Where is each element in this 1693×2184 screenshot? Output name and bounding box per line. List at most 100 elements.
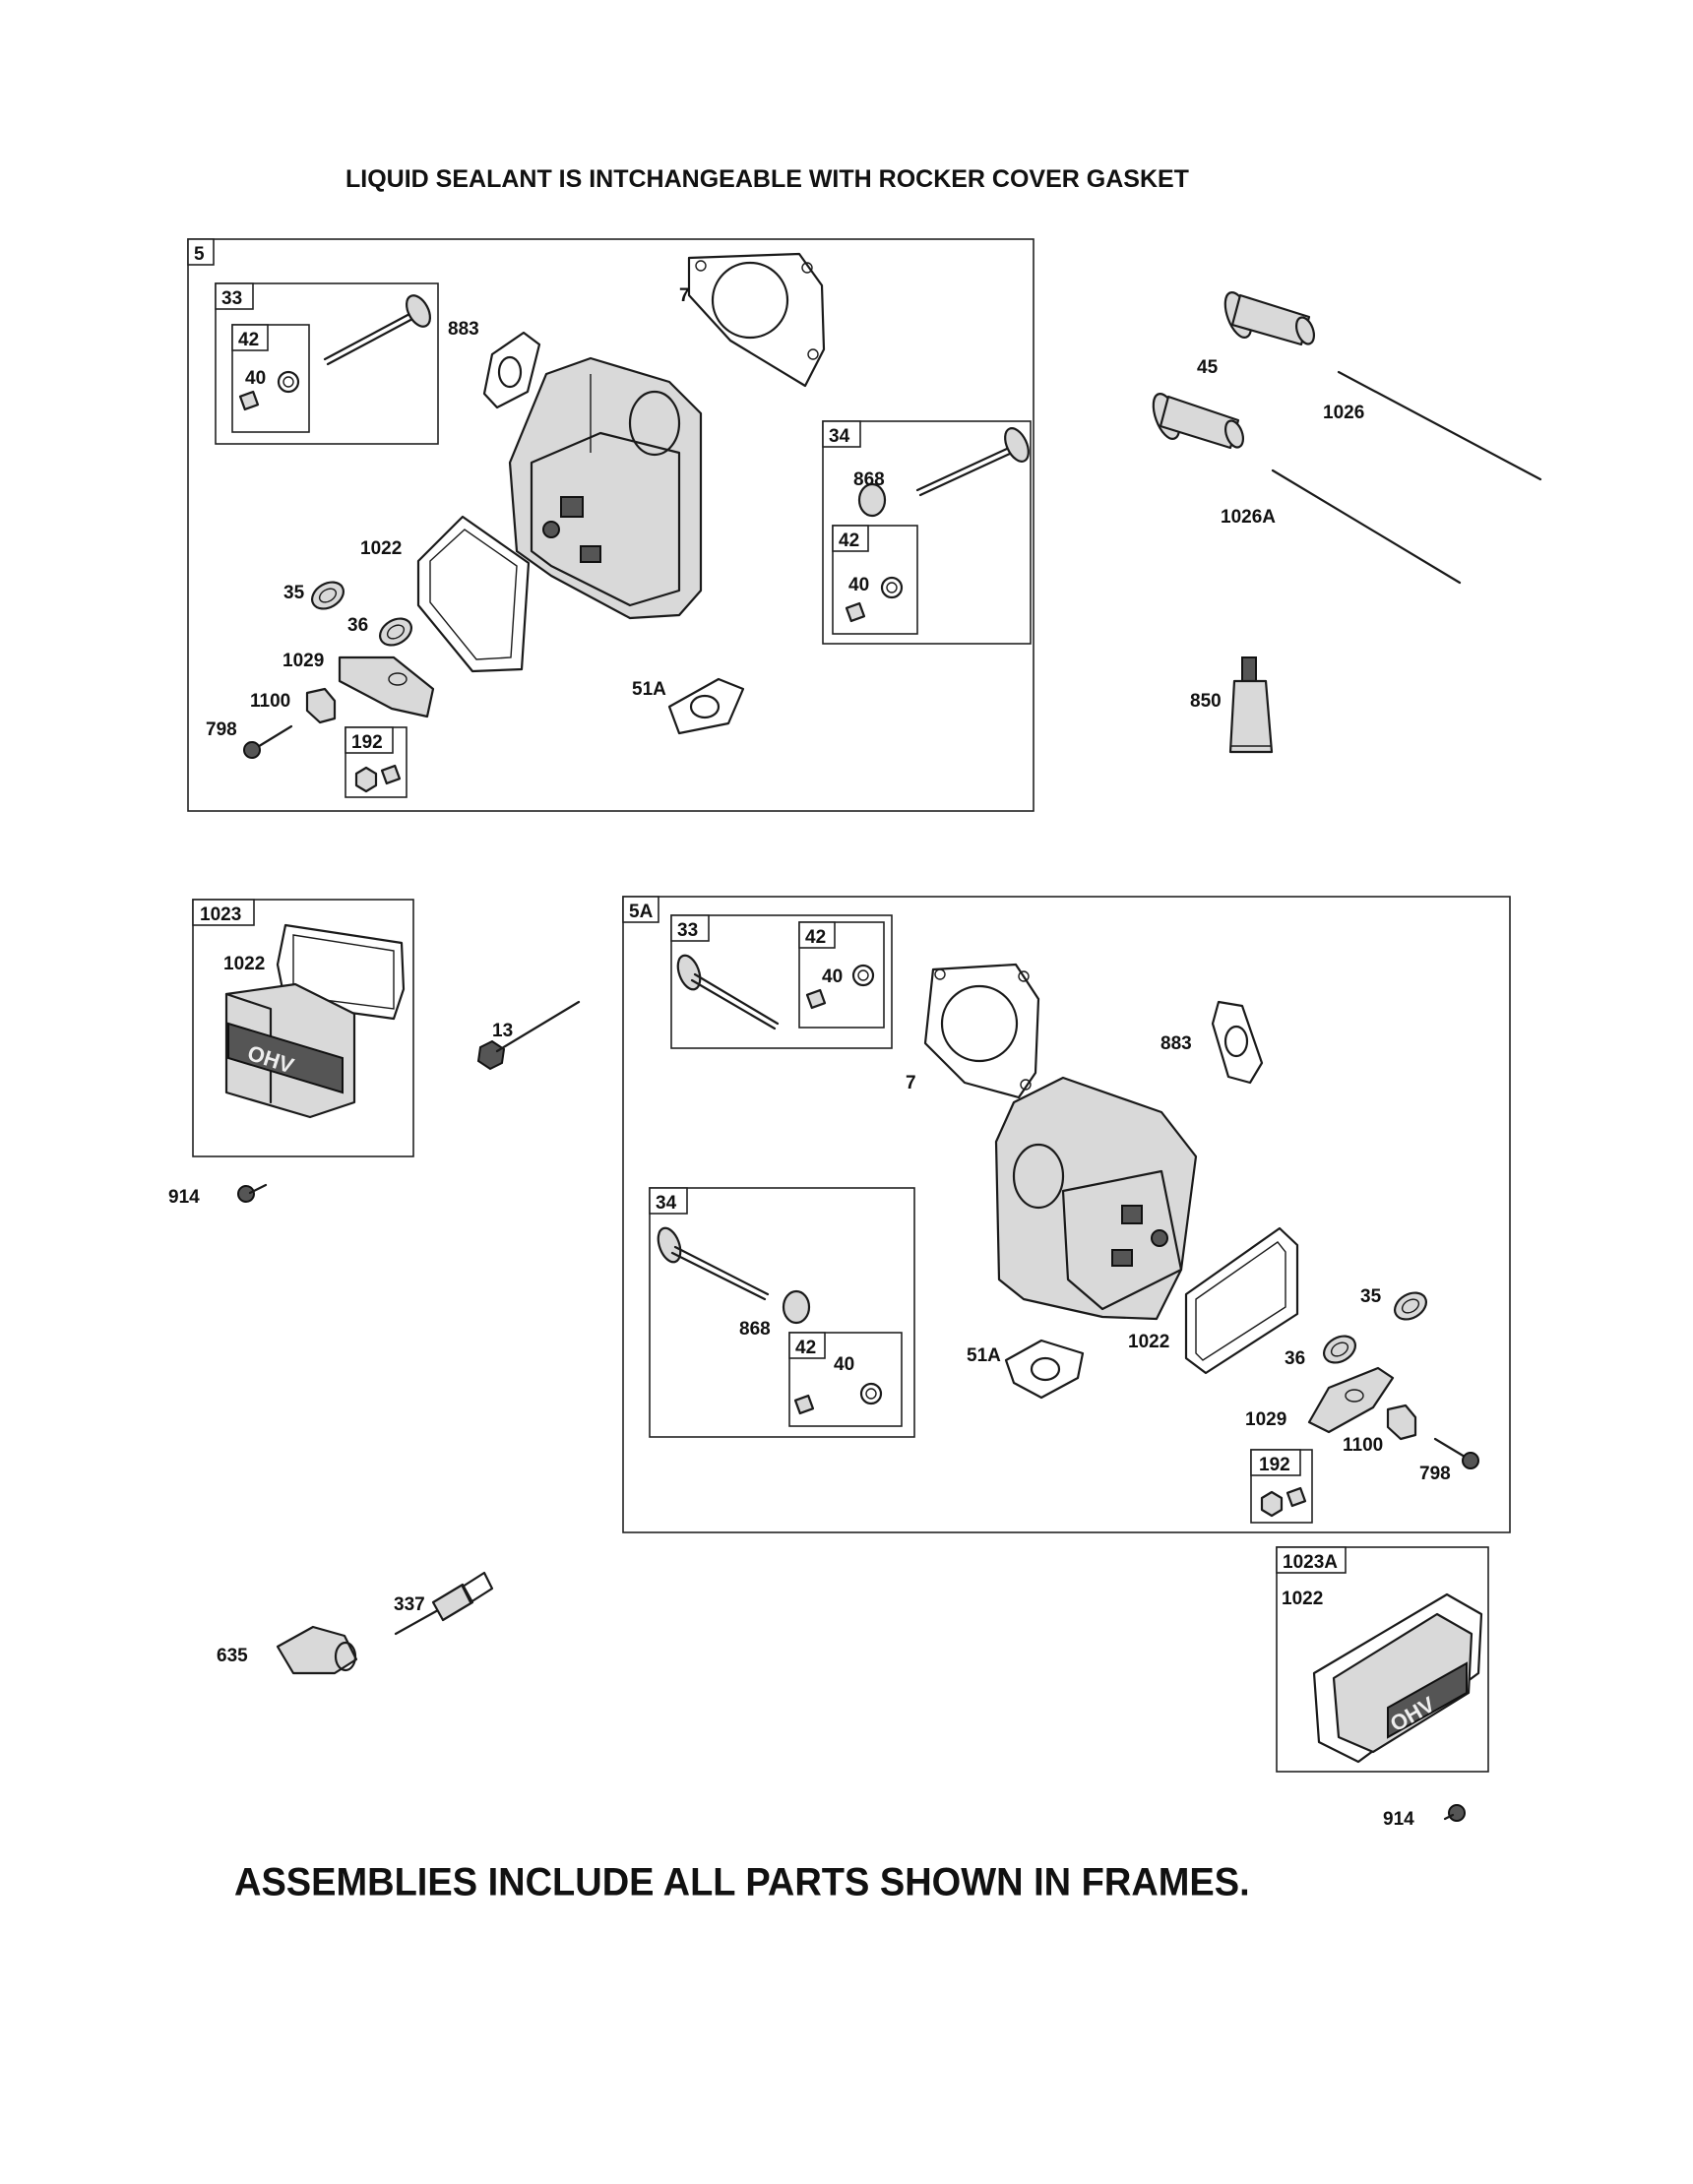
callout-798: 798 [1419,1464,1451,1484]
retainer-icon [793,1394,815,1415]
valve-guide-icon [782,1289,811,1325]
head-bolt-icon [476,1000,581,1071]
frame-label-192: 192 [351,732,383,753]
callout-798: 798 [206,719,237,740]
push-rod-guide-icon [1152,393,1245,450]
callout-1022: 1022 [1282,1589,1323,1609]
frame-34-bottom: 34 42 [649,1187,915,1438]
cylinder-head-icon [994,1076,1198,1321]
screw-icon [1443,1804,1466,1822]
frame-1023: 1023 OHV [192,899,414,1157]
heading-assemblies-note: ASSEMBLIES INCLUDE ALL PARTS SHOWN IN FR… [234,1860,1250,1905]
callout-883: 883 [1160,1033,1192,1054]
spring-icon [1323,1335,1356,1364]
callout-36: 36 [347,615,368,636]
frame-label-1023: 1023 [200,905,241,925]
callout-40: 40 [834,1354,854,1375]
valve-seal-icon [277,370,300,394]
frame-33-bottom: 33 42 [670,914,893,1049]
rocker-stud-icon [305,687,337,724]
rocker-stud-icon [1386,1404,1417,1441]
callout-40: 40 [848,575,869,595]
intake-gasket-icon [1004,1339,1085,1400]
spring-icon [379,617,412,647]
rocker-arm-icon [338,655,435,718]
bolt-icon [243,724,293,759]
callout-1100: 1100 [1343,1435,1383,1456]
frame-label-5: 5 [194,244,205,265]
frame-label-42: 42 [839,530,859,551]
callout-868: 868 [739,1319,771,1340]
callout-868: 868 [853,469,885,490]
push-rod-icon [1337,370,1542,481]
frame-5: 5 [187,238,1035,812]
callout-51A: 51A [967,1345,1001,1366]
callout-1022: 1022 [1128,1332,1169,1352]
valve-cover-icon: OHV [224,982,356,1119]
frame-label-42: 42 [238,330,259,350]
callout-914: 914 [168,1187,200,1208]
callout-51A: 51A [632,679,666,700]
nut-icon [1260,1490,1284,1518]
cylinder-head-icon [508,356,703,620]
frame-label-42: 42 [805,927,826,948]
frame-label-33: 33 [221,288,242,309]
spark-plug-icon [394,1571,494,1636]
callout-35: 35 [283,583,305,603]
push-rod-guide-icon [1223,291,1316,346]
frame-5A: 5A [622,896,1511,1533]
retainer-icon [805,988,827,1010]
head-gasket-icon [687,252,826,388]
frame-label-34: 34 [829,426,850,447]
valve-seal-icon [851,964,875,987]
callout-883: 883 [448,319,479,340]
frame-192-bottom: 192 [1250,1449,1313,1524]
callout-35: 35 [1360,1286,1382,1307]
callout-7: 7 [906,1073,916,1093]
valve-cover-icon: OHV [1332,1612,1474,1754]
callout-40: 40 [822,967,843,987]
frame-label-42: 42 [795,1338,816,1358]
frame-label-33: 33 [677,920,698,941]
callout-337: 337 [394,1594,425,1615]
intake-gasket-icon [667,677,745,735]
bolt-icon [1433,1437,1479,1469]
exhaust-gasket-icon [482,331,541,409]
rocker-arm-icon [1307,1366,1395,1434]
rocker-gasket-icon [1312,1592,1483,1764]
callout-1022: 1022 [360,538,402,559]
valve-seal-icon [859,1382,883,1405]
screw-icon [1285,1486,1307,1508]
callout-7: 7 [679,285,690,306]
callout-45: 45 [1197,357,1219,378]
valve-icon [676,954,780,1030]
frame-label-1023A: 1023A [1283,1552,1338,1573]
frame-192-top: 192 [345,726,408,798]
retainer-icon [845,601,866,623]
callout-1026: 1026 [1323,403,1364,423]
callout-1100: 1100 [250,691,290,712]
valve-guide-icon [857,482,887,518]
callout-914: 914 [1383,1809,1414,1830]
push-rod-icon [1271,468,1462,585]
frame-label-34: 34 [656,1193,677,1214]
valve-seal-icon [880,576,904,599]
screw-icon [380,764,402,785]
spring-icon [311,581,345,610]
rocker-gasket-icon [416,515,531,673]
sealant-tube-icon [1228,656,1274,754]
spring-icon [1394,1291,1427,1321]
frame-33-top: 33 42 [215,282,439,445]
callout-635: 635 [217,1646,248,1666]
callout-40: 40 [245,368,266,389]
valve-icon [915,427,1030,497]
frame-1023A: 1023A OHV [1276,1546,1489,1773]
exhaust-gasket-icon [1211,1000,1264,1085]
callout-1026A: 1026A [1221,507,1276,528]
retainer-icon [238,390,260,411]
frame-34-top: 34 42 [822,420,1032,645]
rocker-gasket-icon [276,923,406,1021]
screw-icon [237,1183,268,1203]
heading-sealant-note: LIQUID SEALANT IS INTCHANGEABLE WITH ROC… [345,165,1189,193]
